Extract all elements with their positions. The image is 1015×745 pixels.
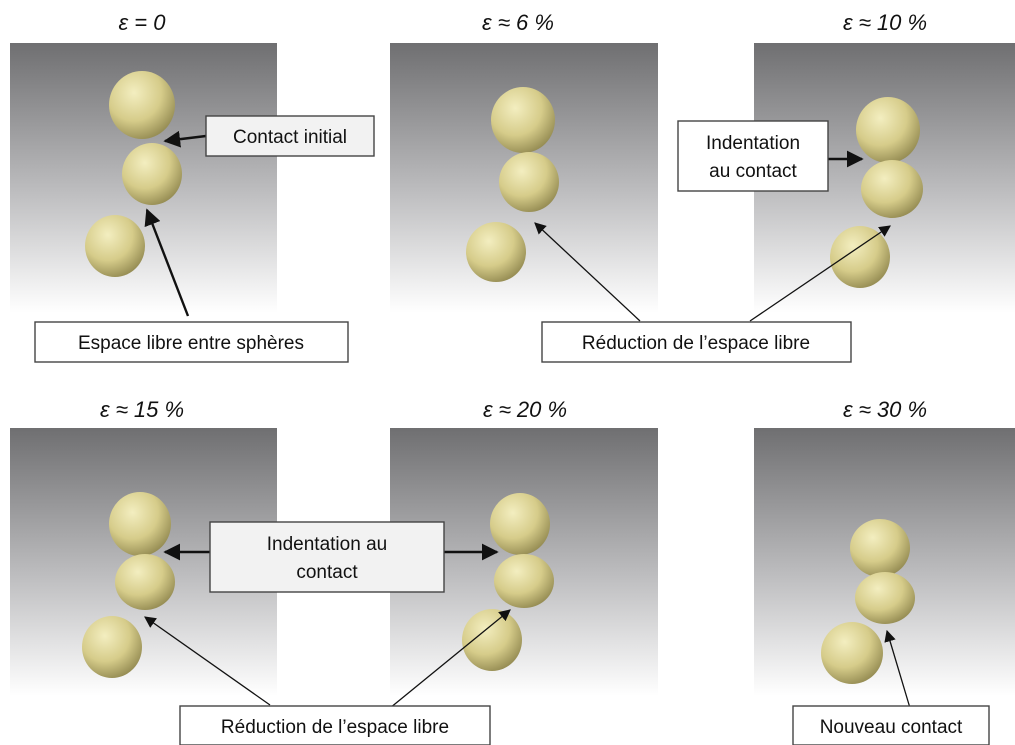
sphere-bottom bbox=[821, 622, 883, 684]
panel-3-strain-label: ε ≈ 10 % bbox=[843, 10, 927, 35]
panel-1-strain-label: ε = 0 bbox=[119, 10, 167, 35]
sphere-top bbox=[109, 492, 171, 556]
reduction-bottom-label: Réduction de l’espace libre bbox=[221, 717, 449, 738]
free-space-box bbox=[34, 321, 349, 363]
panel-2-strain-label: ε ≈ 6 % bbox=[482, 10, 554, 35]
sphere-middle bbox=[855, 572, 915, 624]
indentation-bottom-box bbox=[209, 521, 445, 593]
sphere-middle bbox=[499, 152, 559, 212]
sphere-top bbox=[109, 71, 175, 139]
indentation-bottom-label-line1: Indentation au bbox=[267, 534, 387, 555]
sphere-top bbox=[850, 519, 910, 577]
contact-initial-arrow bbox=[163, 130, 207, 148]
reduction-bottom-arrow-right bbox=[389, 609, 511, 709]
contact-initial-box bbox=[205, 115, 375, 157]
sphere-bottom bbox=[462, 609, 522, 671]
sphere-middle bbox=[122, 143, 182, 205]
indentation-top-label-line2: au contact bbox=[709, 161, 797, 182]
reduction-top-arrow-left bbox=[534, 222, 641, 322]
new-contact-label: Nouveau contact bbox=[820, 717, 963, 738]
free-space-arrow bbox=[144, 208, 190, 317]
reduction-bottom-arrow-left bbox=[144, 616, 271, 706]
indentation-top-box bbox=[677, 120, 829, 192]
sphere-bottom bbox=[85, 215, 145, 277]
sphere-bottom bbox=[466, 222, 526, 282]
panel-4-spheres bbox=[82, 492, 175, 678]
sphere-bottom bbox=[82, 616, 142, 678]
sphere-middle bbox=[861, 160, 923, 218]
indentation-top-label-line1: Indentation bbox=[706, 133, 800, 154]
reduction-top-arrow-right bbox=[749, 225, 891, 322]
sphere-top bbox=[856, 97, 920, 163]
contact-initial-label: Contact initial bbox=[233, 127, 347, 148]
panel-3-spheres bbox=[830, 97, 923, 288]
new-contact-arrow bbox=[884, 629, 911, 709]
panel-2-spheres bbox=[466, 87, 559, 282]
panel-5-strain-label: ε ≈ 20 % bbox=[483, 397, 567, 422]
sphere-top bbox=[491, 87, 555, 153]
indentation-bottom-label-line2: contact bbox=[296, 562, 358, 583]
reduction-top-box bbox=[541, 321, 852, 363]
panel-6-strain-label: ε ≈ 30 % bbox=[843, 397, 927, 422]
panel-6-spheres bbox=[821, 519, 915, 684]
sphere-bottom bbox=[830, 226, 890, 288]
panel-5-spheres bbox=[462, 493, 554, 671]
panel-1-spheres bbox=[85, 71, 182, 277]
sphere-middle bbox=[494, 554, 554, 608]
reduction-bottom-box bbox=[179, 705, 491, 745]
sphere-middle bbox=[115, 554, 175, 610]
panel-4-strain-label: ε ≈ 15 % bbox=[100, 397, 184, 422]
free-space-label: Espace libre entre sphères bbox=[78, 333, 304, 354]
reduction-top-label: Réduction de l’espace libre bbox=[582, 333, 810, 354]
new-contact-box bbox=[792, 705, 990, 745]
sphere-top bbox=[490, 493, 550, 555]
